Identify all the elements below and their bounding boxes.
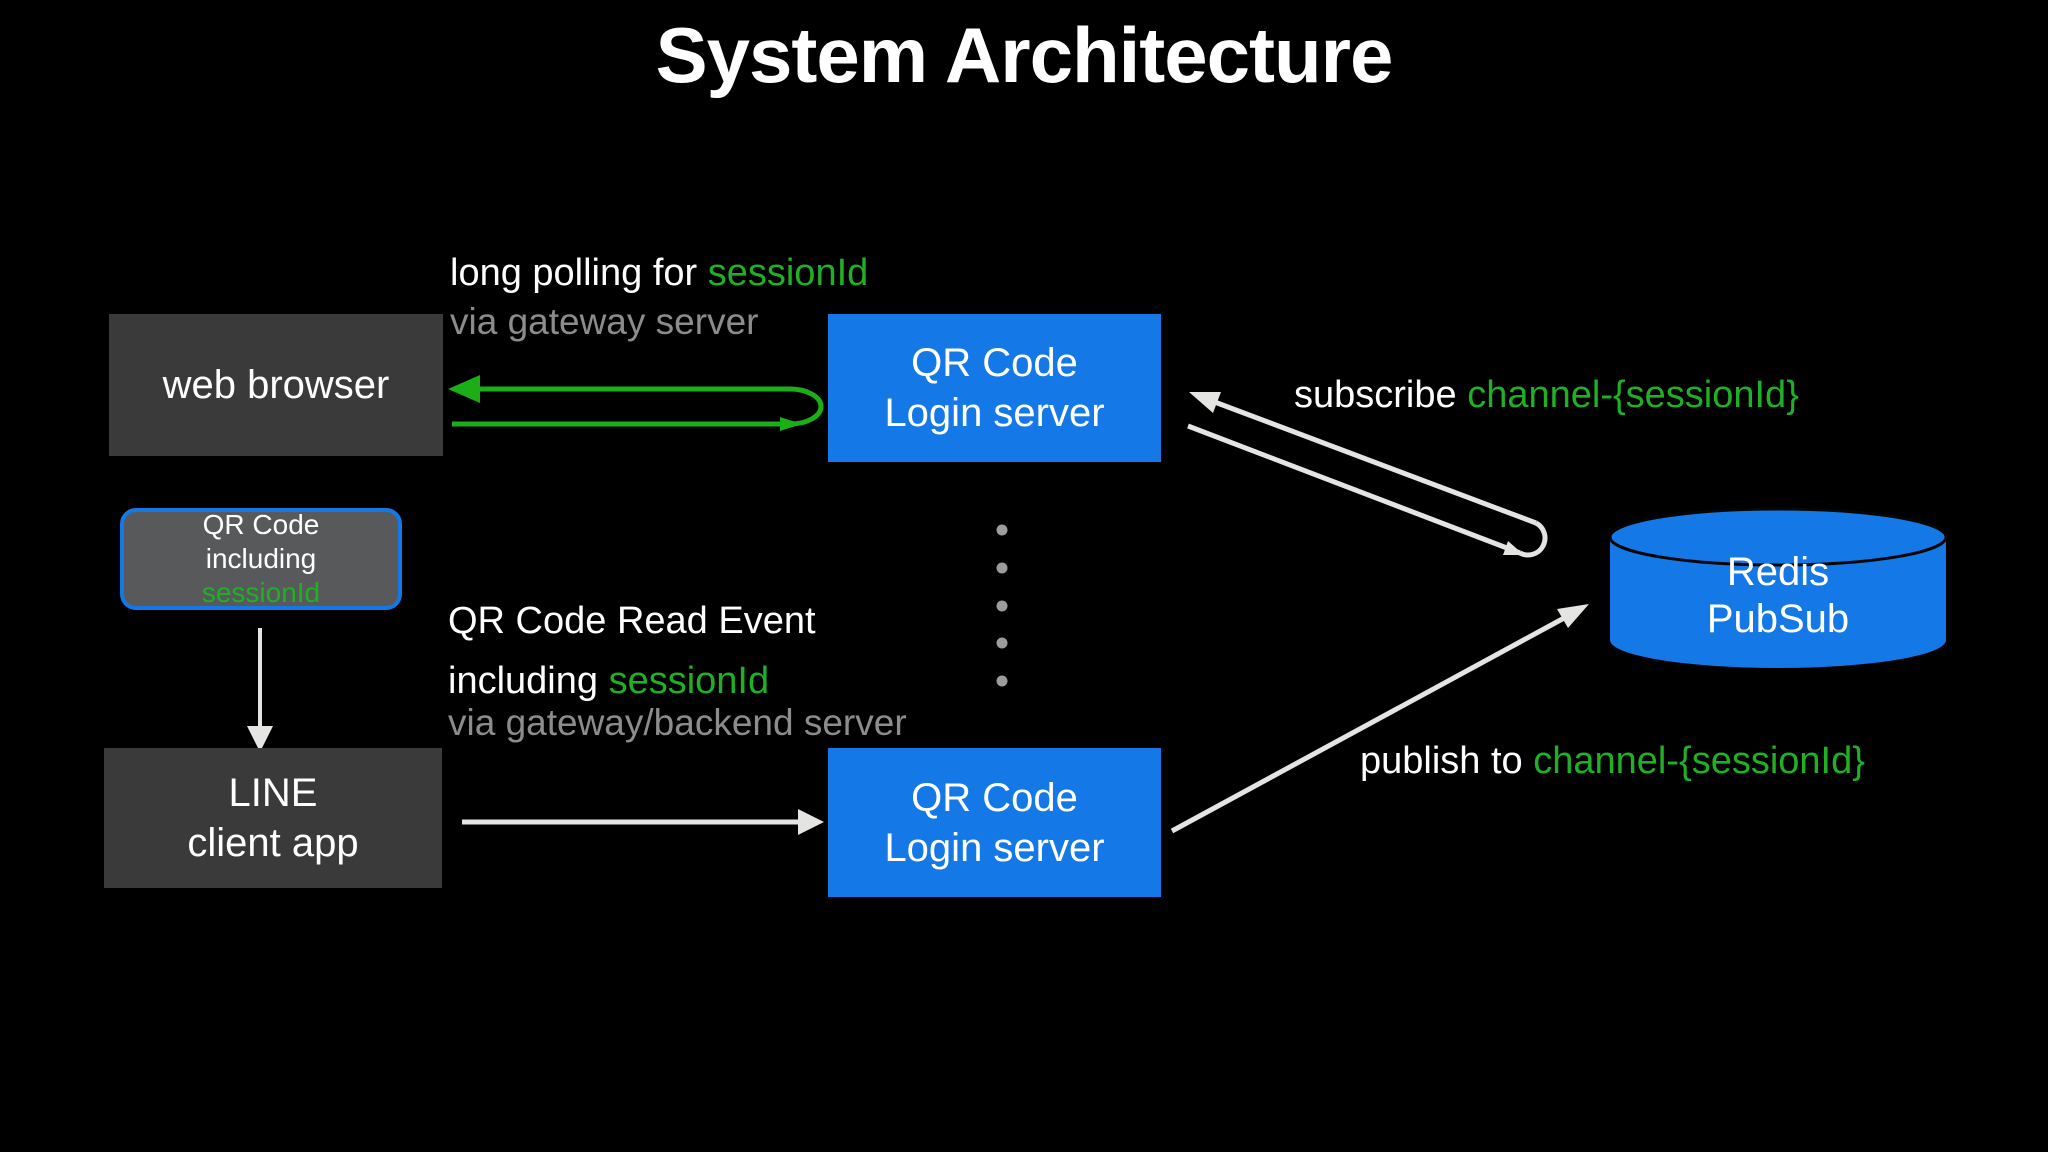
line-app-line2: client app [187,821,359,865]
qr-badge-line1: QR Code [202,508,320,540]
long-polling-uturn [789,386,824,427]
long-polling-text-white: long polling for [450,252,708,294]
server-bottom-line2: Login server [884,825,1105,870]
annotation-subscribe: subscribe channel-{sessionId} [1294,374,1799,417]
read-event-arrowhead-icon [798,809,824,835]
annotation-qr-read-event-via: via gateway/backend server [448,702,907,743]
long-polling-small-arrowhead-icon [780,417,802,431]
qr-badge-line2: including [205,542,317,574]
subscribe-out-line [1187,423,1521,556]
redis-line1: Redis [1726,549,1830,594]
node-web-browser: web browser [109,314,443,456]
long-polling-text-green: sessionId [707,252,869,294]
server-top-line1: QR Code [911,341,1078,385]
line-app-line1: LINE [228,771,318,815]
server-ellipsis-dots [996,524,1008,687]
node-qr-login-server-bottom: QR Code Login server [828,748,1161,897]
publish-line [1170,614,1568,834]
node-line-client-app: LINE client app [104,748,442,888]
qr-read-event-text-white: including [448,660,609,702]
publish-text-white: publish to [1360,740,1534,782]
read-event-arrow [462,809,824,835]
qr-badge-session-id: sessionId [201,577,321,609]
subscribe-return-line [1211,398,1537,526]
qr-to-line-arrow [247,628,273,752]
node-qr-login-server-top: QR Code Login server [828,314,1161,462]
annotation-qr-read-event-title: QR Code Read Event [448,600,816,642]
node-redis-pubsub-label: Redis PubSub [1610,548,1946,644]
page-title: System Architecture [655,11,1394,99]
subscribe-small-arrowhead-icon [1503,541,1524,555]
long-polling-loop-arrow [448,375,824,431]
annotation-publish: publish to channel-{sessionId} [1360,740,1865,783]
web-browser-label: web browser [162,363,390,407]
publish-arrowhead-icon [1557,604,1589,628]
qr-read-event-text-green: sessionId [608,660,770,702]
subscribe-text-green: channel-{sessionId} [1467,374,1799,416]
server-top-line2: Login server [884,391,1105,435]
node-qr-code-badge: QR Code including sessionId [120,508,402,610]
subscribe-arrowhead-icon [1189,392,1221,413]
redis-line2: PubSub [1706,597,1850,641]
server-bottom-line1: QR Code [911,775,1078,820]
annotation-qr-read-event-including: including sessionId [448,660,769,703]
annotation-long-polling: long polling for sessionId [450,252,868,295]
publish-text-green: channel-{sessionId} [1533,740,1865,782]
publish-arrow [1170,604,1589,834]
long-polling-arrowhead-icon [448,375,480,403]
annotation-long-polling-via: via gateway server [450,301,759,342]
subscribe-text-white: subscribe [1294,374,1468,416]
subscribe-uturn [1518,520,1548,558]
